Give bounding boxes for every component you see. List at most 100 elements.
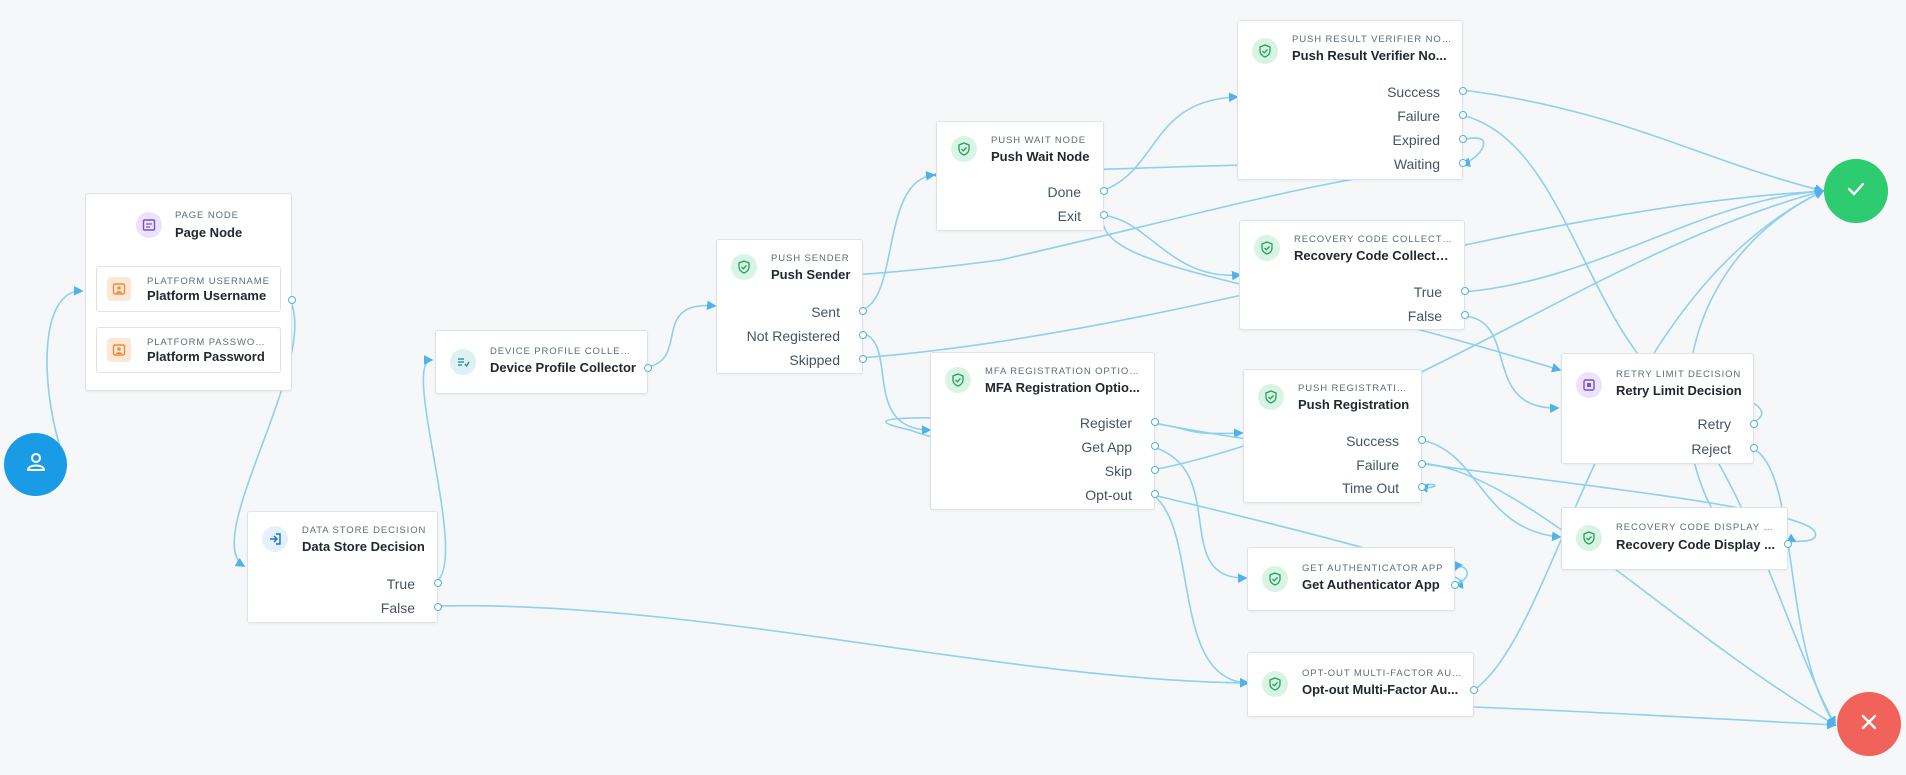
node-title: Push Wait Node xyxy=(991,149,1090,164)
outcome-port[interactable] xyxy=(1151,490,1159,498)
outcome-label: Sent xyxy=(811,304,840,320)
node-title: Push Result Verifier No... xyxy=(1292,48,1447,63)
outcome-port[interactable] xyxy=(1418,460,1426,468)
node-type: DATA STORE DECISION xyxy=(302,525,427,536)
outcome-port[interactable] xyxy=(1418,436,1426,444)
outcome-label: True xyxy=(1413,284,1442,300)
page-node[interactable]: PAGE NODE Page Node PLATFORM USERNAME Pl… xyxy=(85,193,296,391)
node-type: PLATFORM PASSWORD xyxy=(147,337,270,348)
outcome-port[interactable] xyxy=(1459,87,1467,95)
outcome-port[interactable] xyxy=(859,307,867,315)
node-title: Recovery Code Display ... xyxy=(1616,537,1775,552)
outcome-port[interactable] xyxy=(1459,159,1467,167)
outcome-port[interactable] xyxy=(1151,442,1159,450)
outcome-label: Success xyxy=(1346,433,1399,449)
counter-icon xyxy=(1576,372,1602,398)
failure-node[interactable] xyxy=(1837,692,1901,756)
shield-check-icon xyxy=(1252,38,1278,64)
outcome-port[interactable] xyxy=(1461,311,1469,319)
node-type: DEVICE PROFILE COLLECTOR xyxy=(490,346,637,357)
platform-username-card[interactable]: PLATFORM USERNAME Platform Username xyxy=(96,266,281,312)
outcome-port[interactable] xyxy=(1418,483,1426,491)
shield-check-icon xyxy=(1258,384,1284,410)
shield-check-icon xyxy=(1576,525,1602,551)
outcome-port[interactable] xyxy=(1151,418,1159,426)
outcome-port[interactable] xyxy=(1100,187,1108,195)
device-profile-collector-node[interactable]: DEVICE PROFILE COLLECTOR Device Profile … xyxy=(435,330,652,394)
outcome-label: Exit xyxy=(1057,208,1081,224)
close-icon xyxy=(1859,712,1879,737)
push-result-verifier-node[interactable]: PUSH RESULT VERIFIER NODE Push Result Ve… xyxy=(1237,20,1467,180)
outcome-port[interactable] xyxy=(288,296,296,304)
push-registration-node[interactable]: PUSH REGISTRATION Push Registration Succ… xyxy=(1243,369,1426,503)
user-icon xyxy=(24,450,48,479)
opt-out-multi-factor-node[interactable]: OPT-OUT MULTI-FACTOR AUT... Opt-out Mult… xyxy=(1247,652,1478,717)
outcome-label: Not Registered xyxy=(746,328,840,344)
outcome-label: Opt-out xyxy=(1085,487,1132,503)
shield-check-icon xyxy=(1262,671,1288,697)
get-authenticator-app-node[interactable]: GET AUTHENTICATOR APP Get Authenticator … xyxy=(1247,547,1459,611)
outcome-port[interactable] xyxy=(1750,444,1758,452)
shield-check-icon xyxy=(951,136,977,162)
outcome-label: Register xyxy=(1079,415,1132,431)
platform-password-card[interactable]: PLATFORM PASSWORD Platform Password xyxy=(96,327,281,373)
outcome-label: Failure xyxy=(1356,457,1399,473)
outcome-port[interactable] xyxy=(1459,135,1467,143)
outcome-port[interactable] xyxy=(434,603,442,611)
push-sender-node[interactable]: PUSH SENDER Push Sender Sent Not Registe… xyxy=(716,239,867,374)
outcome-label: True xyxy=(386,576,415,592)
outcome-label: Success xyxy=(1387,84,1440,100)
edge-rc-false-to-retry xyxy=(1463,315,1560,413)
outcome-label: Reject xyxy=(1691,441,1731,457)
outcome-port[interactable] xyxy=(1100,211,1108,219)
outcome-port[interactable] xyxy=(644,364,652,372)
recovery-code-collector-node[interactable]: RECOVERY CODE COLLECTOR ... Recovery Cod… xyxy=(1239,220,1469,330)
edge-optoutmfa-to-failure xyxy=(1473,706,1837,730)
outcome-port[interactable] xyxy=(859,355,867,363)
success-node[interactable] xyxy=(1824,159,1888,223)
outcome-port[interactable] xyxy=(434,579,442,587)
mfa-registration-options-node[interactable]: MFA REGISTRATION OPTIONS MFA Registratio… xyxy=(930,352,1159,510)
node-type: MFA REGISTRATION OPTIONS xyxy=(985,366,1144,377)
check-icon xyxy=(1845,178,1867,205)
outcome-port[interactable] xyxy=(859,331,867,339)
checklist-icon xyxy=(450,349,476,375)
shield-check-icon xyxy=(1254,235,1280,261)
node-type: PAGE NODE xyxy=(175,210,239,221)
push-wait-node[interactable]: PUSH WAIT NODE Push Wait Node Done Exit xyxy=(936,121,1108,231)
edge-done-to-verifier xyxy=(1101,92,1239,192)
outcome-port[interactable] xyxy=(1470,686,1478,694)
recovery-code-display-node[interactable]: RECOVERY CODE DISPLAY NO... Recovery Cod… xyxy=(1561,507,1792,570)
node-title: Device Profile Collector xyxy=(490,360,636,375)
outcome-label: Failure xyxy=(1397,108,1440,124)
edge-rc-true-to-success xyxy=(1463,186,1825,293)
outcome-label: False xyxy=(1407,308,1442,324)
node-type: RETRY LIMIT DECISION xyxy=(1616,369,1742,380)
node-title: Platform Password xyxy=(147,349,265,364)
outcome-port[interactable] xyxy=(1151,466,1159,474)
node-title: Push Sender xyxy=(771,267,851,282)
node-type: PUSH WAIT NODE xyxy=(991,135,1086,146)
retry-limit-decision-node[interactable]: RETRY LIMIT DECISION Retry Limit Decisio… xyxy=(1561,353,1758,464)
outcome-label: Done xyxy=(1047,184,1081,200)
node-type: RECOVERY CODE COLLECTOR ... xyxy=(1294,234,1454,245)
outcome-port[interactable] xyxy=(1461,287,1469,295)
outcome-port[interactable] xyxy=(1459,111,1467,119)
edge-datastore-false-to-optout xyxy=(435,604,1250,688)
node-title: Opt-out Multi-Factor Au... xyxy=(1302,682,1459,697)
outcome-port[interactable] xyxy=(1750,420,1758,428)
outcome-port[interactable] xyxy=(1784,540,1792,548)
login-arrow-icon xyxy=(262,526,288,552)
node-type: PUSH SENDER xyxy=(771,253,850,264)
person-card-icon xyxy=(107,277,131,301)
outcome-port[interactable] xyxy=(1451,581,1459,589)
data-store-decision-node[interactable]: DATA STORE DECISION Data Store Decision … xyxy=(247,511,442,623)
shield-check-icon xyxy=(1262,566,1288,592)
person-card-icon xyxy=(107,338,131,362)
shield-check-icon xyxy=(945,367,971,393)
node-type: RECOVERY CODE DISPLAY NO... xyxy=(1616,522,1777,533)
page-icon xyxy=(136,212,162,238)
start-node[interactable] xyxy=(4,433,67,496)
node-title: Get Authenticator App xyxy=(1302,577,1440,592)
edge-notreg-to-mfa xyxy=(860,332,932,435)
